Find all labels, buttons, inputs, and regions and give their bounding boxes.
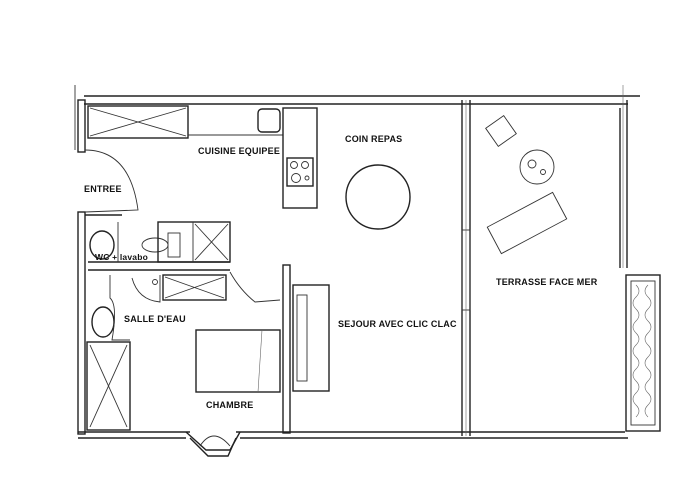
room-label-kitchen: CUISINE EQUIPEE (198, 146, 281, 156)
walls (74, 85, 640, 439)
toilet-icon (141, 237, 169, 253)
shower-icon (86, 341, 131, 431)
washbasin-icon (89, 230, 115, 260)
cooktop-icon (286, 157, 314, 187)
door (229, 271, 281, 303)
room-label-dining: COIN REPAS (345, 134, 403, 144)
sink-icon (257, 108, 281, 133)
sink-icon (91, 306, 115, 338)
room-label-shower-room: SALLE D'EAU (124, 314, 186, 324)
dining-table (345, 164, 411, 230)
wc-room (85, 214, 231, 271)
sun-lounger (486, 191, 568, 255)
room-label-bedroom: CHAMBRE (206, 400, 254, 410)
sofa-bed (292, 284, 330, 392)
planter (625, 274, 661, 432)
bay-window (185, 431, 241, 457)
room-label-terrace: TERRASSE FACE MER (496, 277, 598, 287)
bed (195, 329, 281, 393)
room-label-wc: WC + lavabo (95, 252, 148, 262)
entrance-door (84, 149, 139, 213)
shower-room (86, 271, 281, 431)
terrace-furniture (485, 115, 568, 255)
room-label-entrance: ENTREE (84, 184, 122, 194)
door (131, 275, 161, 303)
kitchen-counters (87, 105, 318, 209)
room-label-living: SEJOUR AVEC CLIC CLAC (338, 319, 457, 329)
